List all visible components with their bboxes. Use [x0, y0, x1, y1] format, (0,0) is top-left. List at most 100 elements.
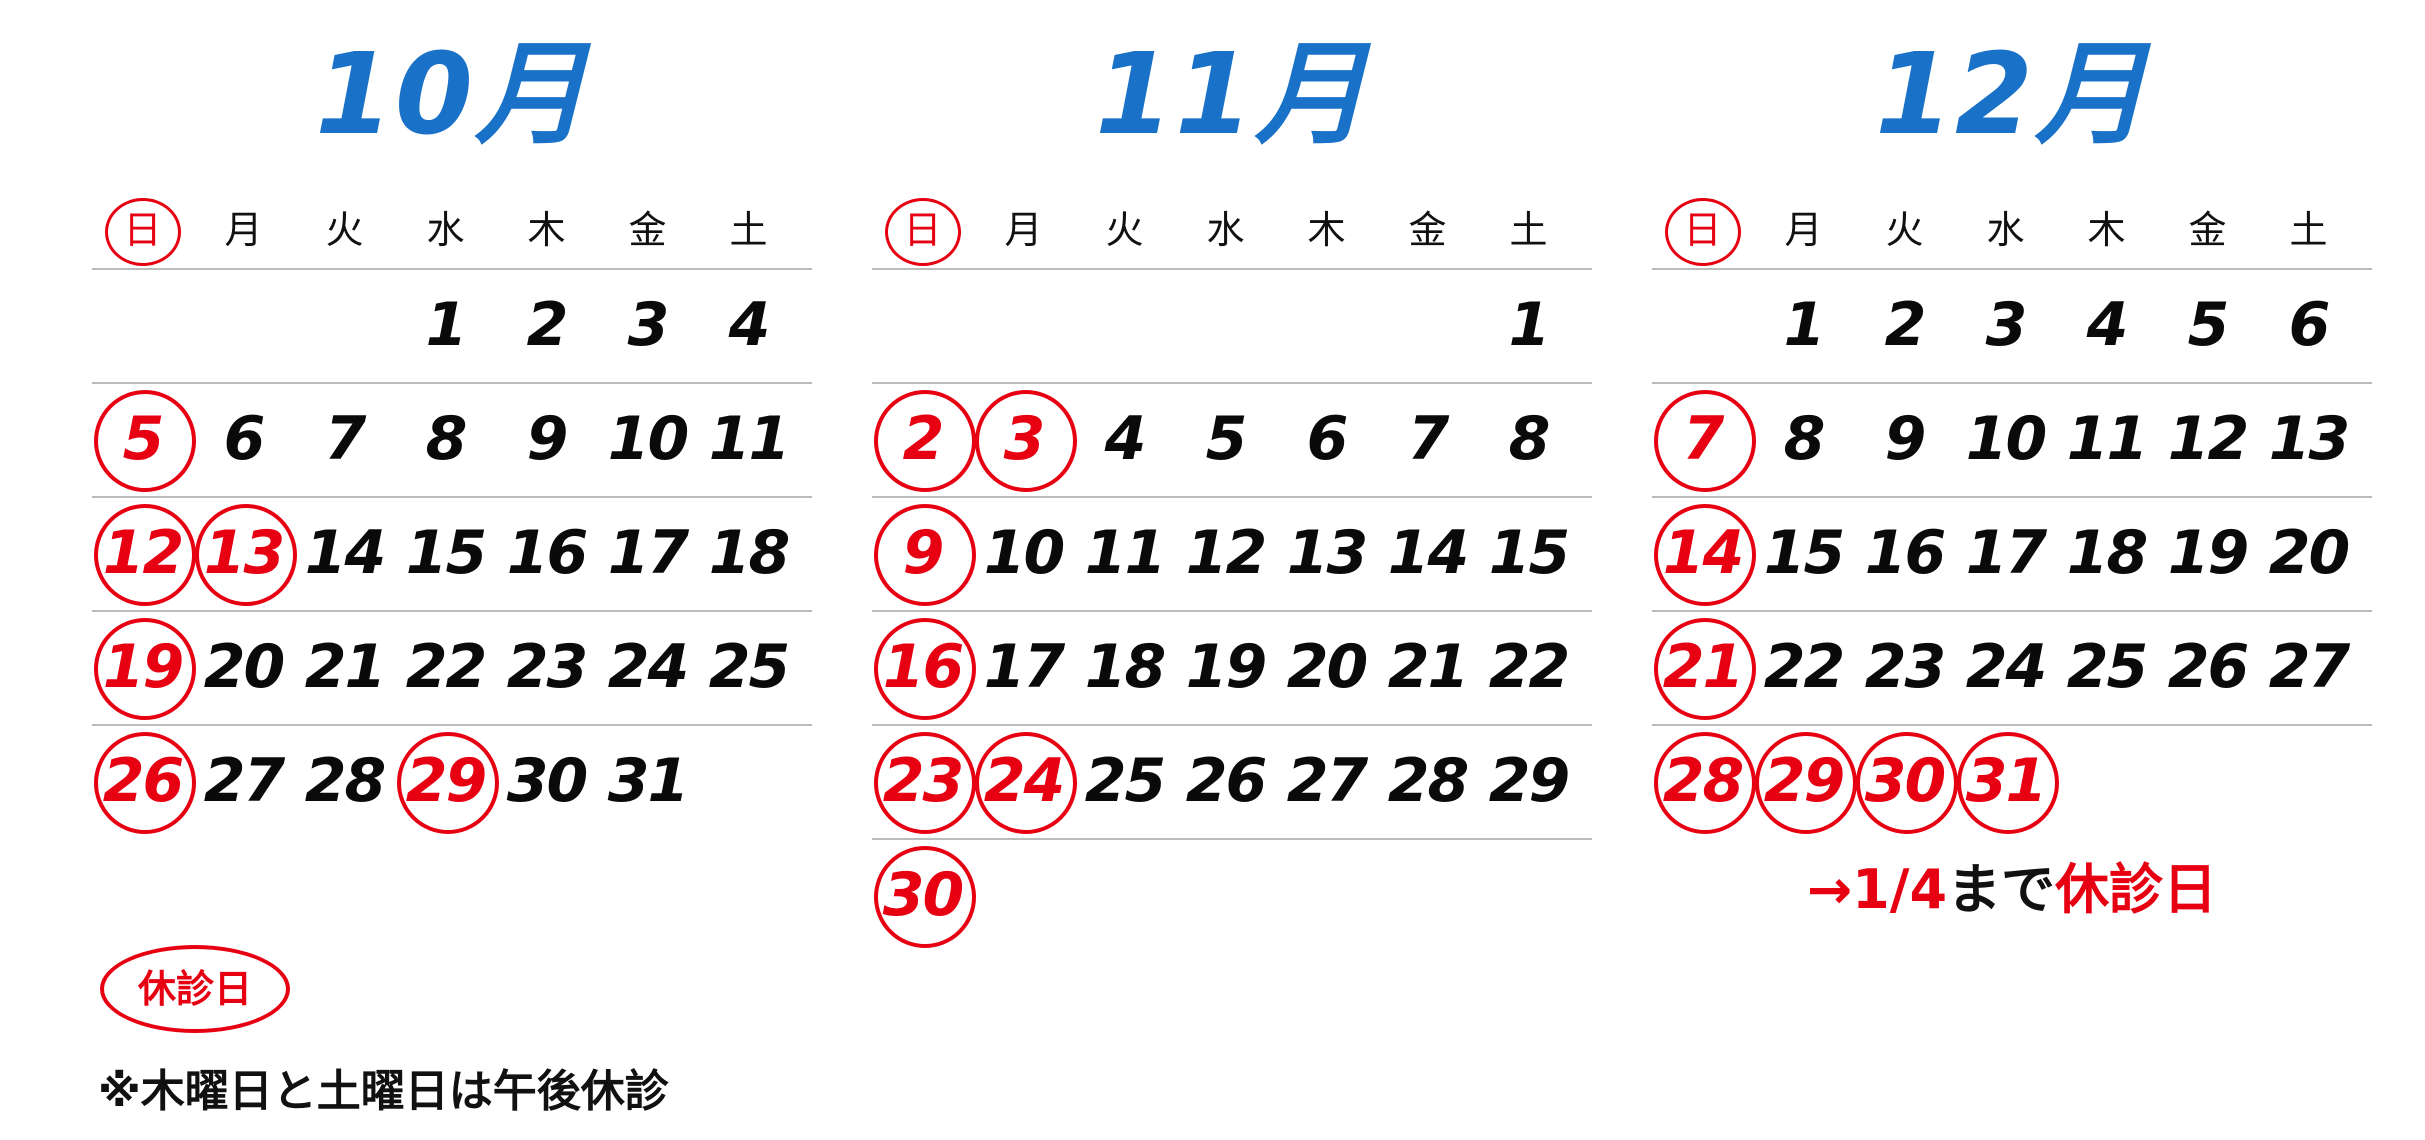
- day-cell: 6: [2258, 268, 2359, 382]
- day-number: 8: [425, 404, 468, 474]
- day-cell: 20: [1276, 610, 1377, 724]
- day-cell: 6: [193, 382, 294, 496]
- closed-day-circle: [194, 504, 297, 606]
- weekday-label: 火: [1854, 190, 1955, 270]
- day-cell: 20: [193, 610, 294, 724]
- weekday-text: 日: [1683, 208, 1722, 252]
- closed-day-legend: 休診日: [100, 945, 290, 1033]
- weekday-label: 水: [1955, 190, 2056, 270]
- day-cell: 10: [1955, 382, 2056, 496]
- day-cell: 11: [2056, 382, 2157, 496]
- day-number: 25: [1084, 746, 1166, 816]
- day-cell: 24: [1955, 610, 2056, 724]
- day-cell: 25: [2056, 610, 2157, 724]
- day-cell: 29: [1478, 724, 1579, 838]
- closed-day-circle: [396, 732, 499, 834]
- closed-day: 30: [872, 838, 976, 952]
- day-number: 4: [728, 290, 771, 360]
- day-number: 10: [607, 404, 689, 474]
- day-cell: 1: [1478, 268, 1579, 382]
- closed-day-circle: [93, 618, 196, 720]
- day-cell: 3: [1955, 268, 2056, 382]
- day-number: 23: [882, 746, 964, 816]
- day-number: 17: [607, 518, 689, 588]
- day-number: 16: [506, 518, 588, 588]
- day-cell: 16: [496, 496, 597, 610]
- closed-day-circle: [93, 504, 196, 606]
- closed-day-circle: [873, 618, 976, 720]
- closed-day: 28: [1652, 724, 1756, 838]
- day-cell: 30: [496, 724, 597, 838]
- day-cell: 10: [597, 382, 698, 496]
- day-number: 28: [1387, 746, 1469, 816]
- day-cell: 22: [1753, 610, 1854, 724]
- day-number: 30: [1864, 746, 1946, 816]
- day-cell: 10: [973, 496, 1074, 610]
- day-number: 10: [983, 518, 1065, 588]
- closed-day: 14: [1652, 496, 1756, 610]
- day-number: 13: [203, 518, 285, 588]
- day-number: 21: [1662, 632, 1744, 702]
- day-cell: 18: [698, 496, 799, 610]
- day-cell: 14: [294, 496, 395, 610]
- day-number: 15: [405, 518, 487, 588]
- day-cell: 19: [2157, 496, 2258, 610]
- day-number: 18: [2066, 518, 2148, 588]
- day-number: 4: [1104, 404, 1147, 474]
- day-cell: 6: [1276, 382, 1377, 496]
- day-number: 2: [526, 290, 569, 360]
- closed-day-circle: [1855, 732, 1958, 834]
- day-number: 31: [1965, 746, 2047, 816]
- holiday-note-date: →1/4: [1806, 858, 1948, 921]
- sunday-circle: [1665, 198, 1741, 266]
- day-number: 8: [1783, 404, 1826, 474]
- weekday-text: 水: [1206, 208, 1245, 252]
- weekday-label: 木: [2056, 190, 2157, 270]
- closed-day-circle: [1653, 732, 1756, 834]
- closed-day-circle: [873, 504, 976, 606]
- day-cell: 4: [1074, 382, 1175, 496]
- weekday-text: 日: [903, 208, 942, 252]
- day-number: 27: [2268, 632, 2350, 702]
- row-divider: [1652, 268, 2372, 270]
- row-divider: [92, 268, 812, 270]
- day-cell: 12: [2157, 382, 2258, 496]
- day-number: 29: [1763, 746, 1845, 816]
- day-number: 1: [1783, 290, 1826, 360]
- day-number: 2: [902, 404, 945, 474]
- day-cell: 15: [395, 496, 496, 610]
- day-cell: 18: [2056, 496, 2157, 610]
- day-number: 18: [708, 518, 790, 588]
- day-number: 11: [1084, 518, 1166, 588]
- day-cell: 27: [1276, 724, 1377, 838]
- day-cell: 28: [1377, 724, 1478, 838]
- day-number: 20: [1286, 632, 1368, 702]
- day-number: 19: [2167, 518, 2249, 588]
- weekday-text: 水: [1986, 208, 2025, 252]
- weekday-label: 日: [92, 190, 193, 270]
- day-number: 12: [1185, 518, 1267, 588]
- footnote: ※木曜日と土曜日は午後休診: [98, 1066, 669, 1117]
- row-divider: [872, 838, 1592, 840]
- day-cell: 28: [294, 724, 395, 838]
- day-number: 20: [2268, 518, 2350, 588]
- day-cell: 19: [1175, 610, 1276, 724]
- day-number: 1: [1508, 290, 1551, 360]
- day-cell: 26: [2157, 610, 2258, 724]
- day-number: 22: [1763, 632, 1845, 702]
- day-number: 19: [1185, 632, 1267, 702]
- weekday-label: 水: [395, 190, 496, 270]
- weekday-text: 金: [628, 208, 667, 252]
- day-cell: 21: [294, 610, 395, 724]
- weekday-text: 月: [1004, 208, 1043, 252]
- weekday-header: 日月火水木金土: [1652, 190, 2372, 270]
- day-number: 3: [627, 290, 670, 360]
- row-divider: [872, 610, 1592, 612]
- day-cell: 1: [395, 268, 496, 382]
- day-cell: 23: [1854, 610, 1955, 724]
- day-cell: 23: [496, 610, 597, 724]
- closed-day: 2: [872, 382, 976, 496]
- day-cell: 4: [2056, 268, 2157, 382]
- weekday-text: 金: [1408, 208, 1447, 252]
- weekday-label: 木: [1276, 190, 1377, 270]
